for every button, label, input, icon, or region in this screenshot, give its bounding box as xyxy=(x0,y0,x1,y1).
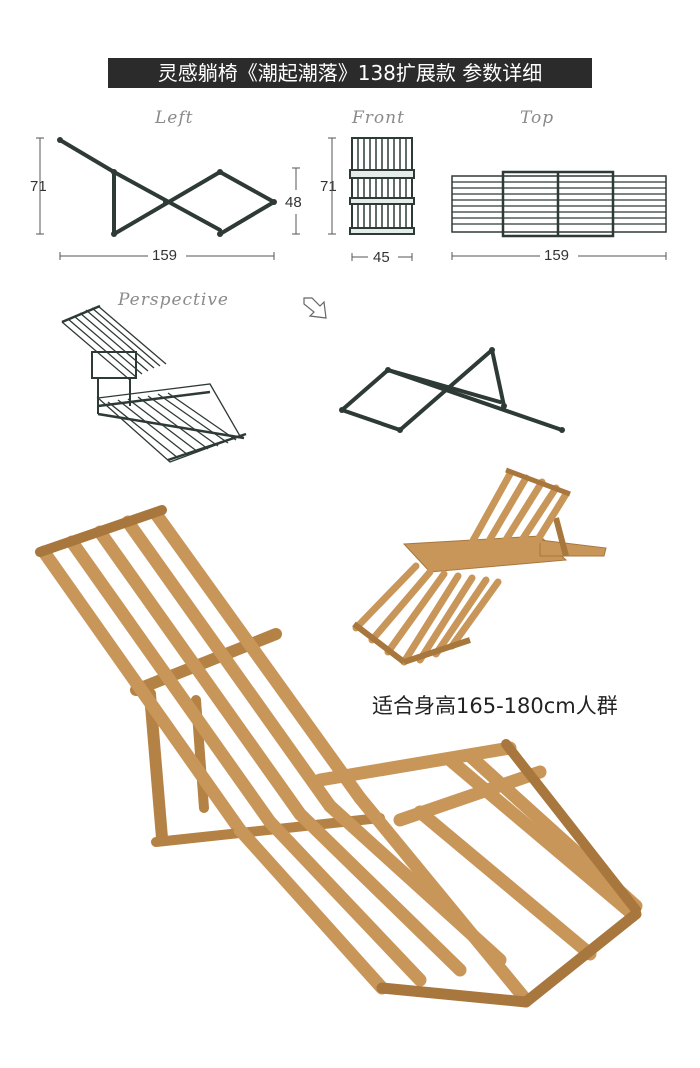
top-view-drawing xyxy=(451,170,667,238)
perspective-frame xyxy=(340,348,564,432)
view-label-front: Front xyxy=(352,108,405,128)
large-wood-chair-render xyxy=(35,505,643,1008)
dim-left-mid-height: 48 xyxy=(285,194,302,211)
perspective-wireframe xyxy=(61,304,247,463)
perspective-frame-joints xyxy=(339,347,565,433)
view-label-left: Left xyxy=(155,108,194,128)
left-view-joints xyxy=(57,137,277,237)
front-view-drawing xyxy=(349,137,415,235)
height-caption: 适合身高165-180cm人群 xyxy=(372,694,618,718)
dim-front-height: 71 xyxy=(320,178,337,195)
small-wood-chair-render xyxy=(352,467,607,666)
dim-left-height: 71 xyxy=(30,178,47,195)
page-title: 灵感躺椅《潮起潮落》138扩展款 参数详细 xyxy=(108,58,592,88)
dim-front-width: 45 xyxy=(373,249,390,266)
dim-top-width: 159 xyxy=(544,247,570,264)
diagonal-arrow-icon xyxy=(303,297,327,319)
view-label-top: Top xyxy=(520,108,555,128)
dim-left-width: 159 xyxy=(152,247,178,264)
dimension-lines xyxy=(36,137,667,261)
view-label-perspective: Perspective xyxy=(118,290,229,310)
left-view-drawing xyxy=(58,138,276,236)
